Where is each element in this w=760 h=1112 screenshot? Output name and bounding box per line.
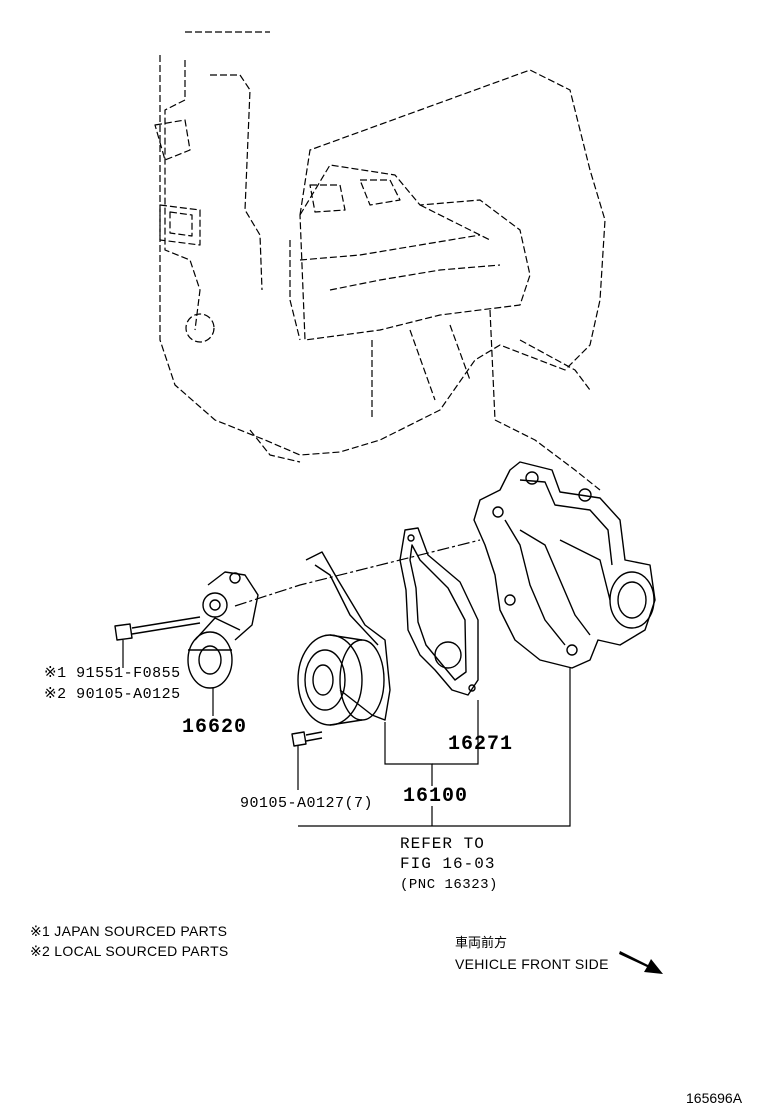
note-local-sourced: ※2 LOCAL SOURCED PARTS <box>30 943 229 959</box>
part-number-tensioner[interactable]: 16620 <box>182 716 248 739</box>
refer-line-3: (PNC 16323) <box>400 877 498 893</box>
tensioner-bolt <box>114 616 201 641</box>
part-number-tensioner-bolt-jp[interactable]: ※1 91551-F0855 <box>44 665 181 682</box>
tensioner-part <box>187 571 259 689</box>
part-number-gasket[interactable]: 16271 <box>448 733 514 756</box>
part-number-tensioner-bolt-local[interactable]: ※2 90105-A0125 <box>44 686 181 703</box>
engine-block <box>154 31 606 491</box>
pump-cover-plate <box>305 551 391 721</box>
refer-line-2[interactable]: FIG 16-03 <box>400 855 496 873</box>
direction-english-label: VEHICLE FRONT SIDE <box>455 956 609 972</box>
pulley-part <box>297 634 385 726</box>
part-number-pump-bolt[interactable]: 90105-A0127(7) <box>240 795 374 812</box>
water-pump-housing <box>473 461 656 669</box>
gasket-part <box>399 527 479 696</box>
note-japan-sourced: ※1 JAPAN SOURCED PARTS <box>30 923 228 939</box>
figure-code: 165696A <box>686 1090 743 1106</box>
leader-lines <box>122 640 571 827</box>
part-number-water-pump-assy[interactable]: 16100 <box>403 785 469 808</box>
direction-japanese-label: 車両前方 <box>455 936 508 951</box>
arrow-icon <box>619 951 663 974</box>
pump-bolt <box>291 731 323 747</box>
refer-line-1[interactable]: REFER TO <box>400 835 485 853</box>
mounting-centerline <box>234 539 481 607</box>
